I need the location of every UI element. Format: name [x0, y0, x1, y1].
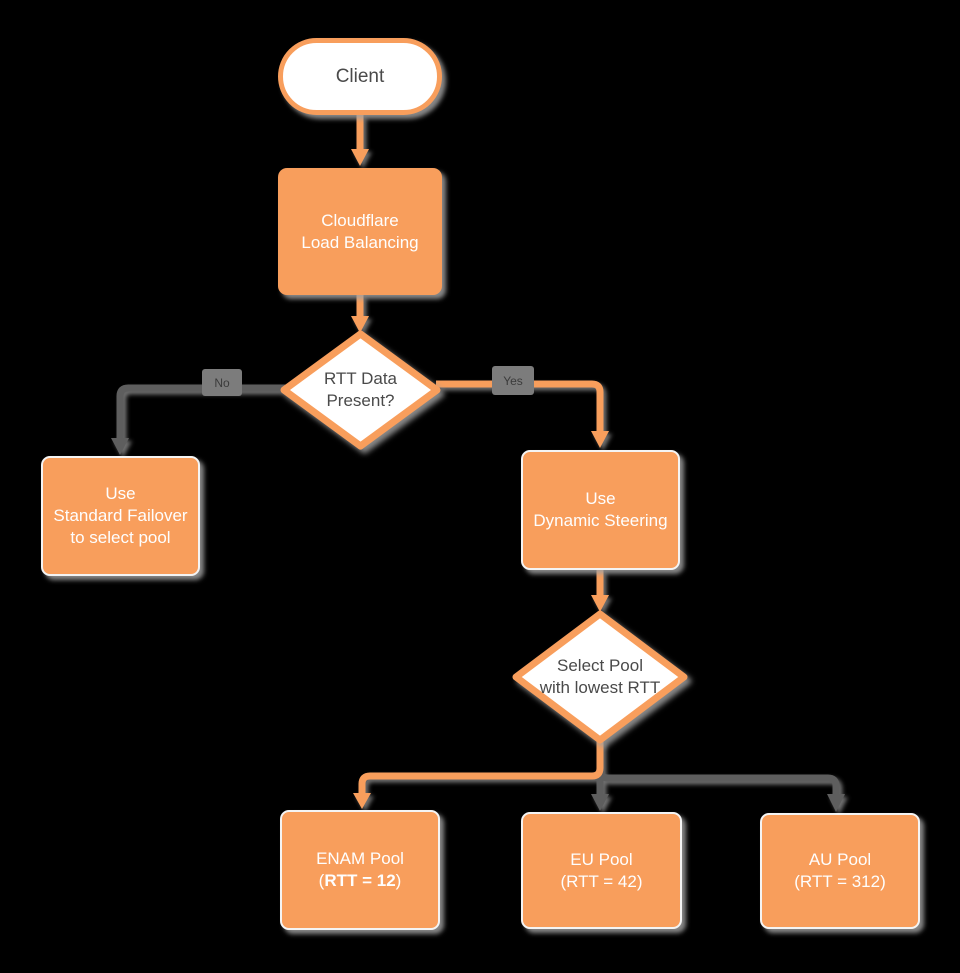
au-pool-line2: (RTT = 312): [794, 872, 886, 891]
arrowhead-decision: [351, 316, 369, 333]
eu-pool-label: EU Pool (RTT = 42): [560, 849, 642, 893]
enam-pool-label: ENAM Pool (RTT = 12): [316, 848, 404, 892]
eu-pool-line2: (RTT = 42): [560, 871, 643, 891]
node-select-pool-decision: Select Pool with lowest RTT: [510, 608, 690, 746]
select-pool-line1: Select Pool: [557, 656, 643, 675]
rtt-decision-label: RTT Data Present?: [278, 328, 443, 452]
dynamic-steering-label: Use Dynamic Steering: [533, 488, 667, 532]
arrowhead-steering: [591, 431, 609, 448]
edge-label-no: No: [202, 369, 242, 396]
node-enam-pool: ENAM Pool (RTT = 12): [280, 810, 440, 930]
edge-decision-to-failover: [116, 384, 286, 439]
node-eu-pool: EU Pool (RTT = 42): [521, 812, 682, 929]
au-pool-label: AU Pool (RTT = 312): [794, 849, 886, 893]
node-au-pool: AU Pool (RTT = 312): [760, 813, 920, 929]
arrowhead-select: [591, 595, 609, 612]
enam-rtt-open: (: [318, 871, 325, 890]
enam-pool-line2: (RTT = 12): [316, 870, 404, 892]
arrowhead-eu: [591, 794, 609, 811]
rtt-decision-line2: Present?: [326, 391, 395, 410]
arrowhead-cloudflare: [351, 149, 369, 166]
select-pool-line2: with lowest RTT: [539, 678, 661, 697]
au-pool-line1: AU Pool: [808, 850, 872, 869]
node-cloudflare-load-balancing: Cloudflare Load Balancing: [278, 168, 442, 295]
node-client: Client: [278, 38, 442, 115]
rtt-decision-line1: RTT Data: [323, 369, 398, 388]
node-client-label: Client: [335, 65, 385, 87]
enam-rtt-value: RTT = 12: [324, 871, 396, 890]
dynamic-steering-line1: Use: [585, 489, 616, 508]
arrowhead-au: [827, 794, 845, 812]
node-cloudflare-label: Cloudflare Load Balancing: [301, 210, 418, 254]
enam-rtt-close: ): [395, 871, 402, 890]
node-standard-failover: Use Standard Failover to select pool: [41, 456, 200, 576]
standard-failover-line3: to select pool: [70, 528, 171, 547]
standard-failover-label: Use Standard Failover to select pool: [53, 483, 187, 549]
enam-pool-line1: ENAM Pool: [316, 849, 404, 868]
cloudflare-line2: Load Balancing: [301, 232, 419, 252]
rtt-decision-diamond-shape: [280, 330, 441, 450]
edge-decision-to-steering: [436, 380, 604, 432]
eu-pool-line1: EU Pool: [570, 849, 633, 869]
select-pool-label: Select Pool with lowest RTT: [510, 608, 690, 746]
node-rtt-decision: RTT Data Present?: [278, 328, 443, 452]
arrowhead-failover: [111, 438, 129, 455]
select-pool-diamond-shape: [512, 610, 688, 744]
cloudflare-line1: Cloudflare: [321, 210, 399, 230]
dynamic-steering-line2: Dynamic Steering: [533, 511, 668, 530]
edge-label-yes: Yes: [492, 366, 534, 395]
edge-select-to-au: [596, 740, 840, 795]
standard-failover-line2: Standard Failover: [53, 506, 188, 525]
standard-failover-line1: Use: [105, 484, 136, 503]
arrowhead-enam: [353, 793, 371, 809]
node-dynamic-steering: Use Dynamic Steering: [521, 450, 680, 570]
edge-select-to-enam: [358, 740, 604, 794]
